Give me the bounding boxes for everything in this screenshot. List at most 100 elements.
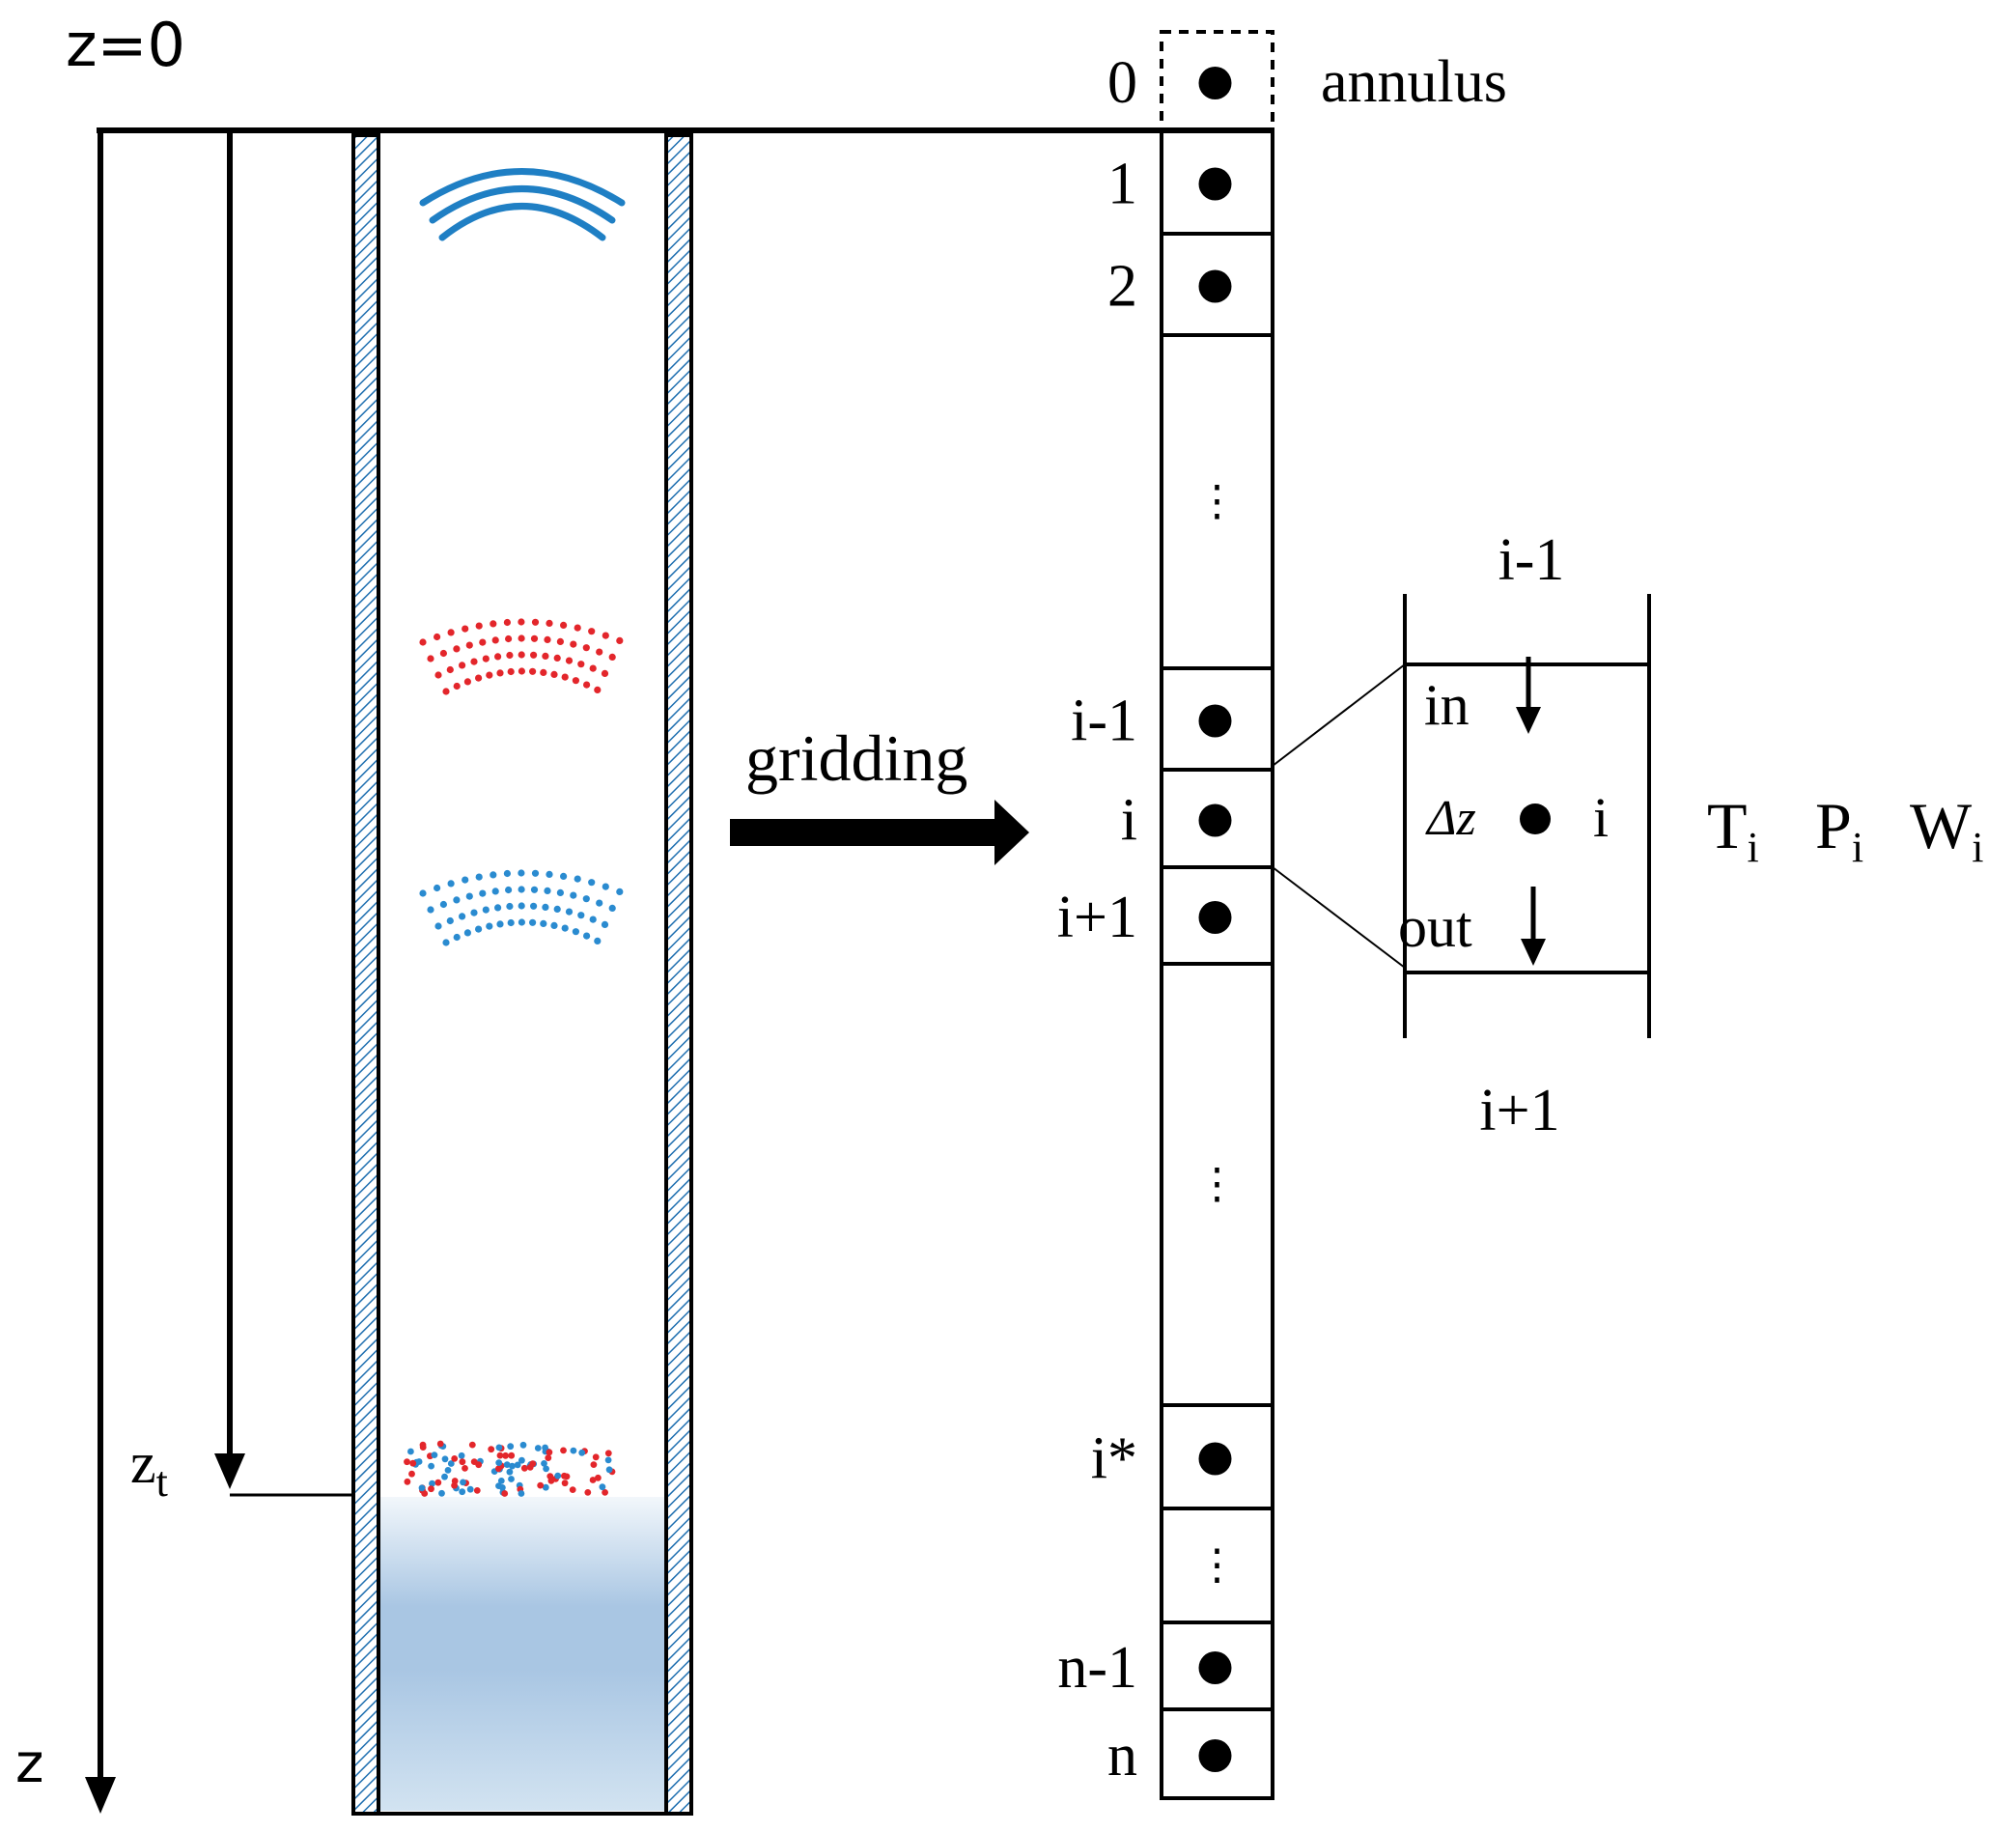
reflection-dot — [507, 1443, 515, 1451]
wave-dot — [434, 671, 442, 679]
grid-node-dot — [1198, 1651, 1232, 1684]
gridding-arrow: gridding — [730, 721, 1029, 865]
grid-node-dot — [1198, 803, 1232, 837]
wave-dot — [574, 875, 581, 883]
wave-dot — [602, 632, 609, 639]
wave-dot — [453, 645, 461, 653]
wave-dot — [447, 880, 455, 888]
reflection-dot — [458, 1452, 465, 1459]
zt-arrow: zt — [130, 130, 378, 1506]
reflection-dot — [506, 1468, 514, 1476]
reflection-dot — [589, 1477, 597, 1483]
wave-dot — [570, 640, 577, 648]
wave-dot — [565, 908, 574, 916]
reflection-dot — [519, 1441, 527, 1449]
wave-dot — [486, 671, 493, 679]
grid-cell: n — [1107, 1707, 1274, 1800]
reflection-dot — [475, 1461, 483, 1469]
wave-dot — [491, 636, 499, 644]
reflection-dot — [419, 1444, 427, 1451]
reflection-dot — [569, 1486, 576, 1493]
wave-dot — [465, 641, 473, 649]
reflection-dot — [499, 1484, 506, 1491]
wave-dot — [446, 916, 454, 925]
reflection-dot — [508, 1476, 515, 1482]
grid-cell-label: 1 — [1107, 152, 1137, 217]
grid-node-dot — [1198, 1442, 1232, 1476]
wave-dot — [583, 932, 591, 940]
wave-dot — [453, 682, 461, 691]
reflection-dot — [441, 1455, 449, 1463]
wave-arc — [438, 203, 606, 241]
wave-dot — [493, 904, 502, 912]
wave-arc — [429, 185, 616, 224]
acoustic-wave-solid — [419, 168, 626, 241]
wave-dot — [439, 900, 447, 909]
wave-dot — [616, 888, 624, 896]
wave-dot — [490, 620, 497, 628]
grid-cell: n-1 — [1057, 1621, 1274, 1711]
reflection-dot — [545, 1454, 552, 1461]
reflection-dot — [590, 1461, 598, 1468]
gridding-label: gridding — [745, 721, 967, 795]
annulus-label: annulus — [1321, 49, 1507, 115]
reflection-dot — [509, 1462, 516, 1470]
wave-dot — [434, 922, 442, 930]
wave-dot — [475, 873, 483, 881]
reflection-dot — [407, 1448, 414, 1455]
wave-dot — [542, 903, 549, 912]
reflection-dot — [518, 1490, 525, 1497]
reflection-dot — [404, 1478, 411, 1485]
reflection-dot — [570, 1447, 577, 1454]
wave-dot — [531, 618, 540, 626]
reflection-dot — [599, 1483, 606, 1491]
grid-cell: 2 — [1107, 232, 1274, 337]
wave-dot — [496, 669, 504, 677]
reflection-dot — [605, 1466, 613, 1474]
wave-dot — [560, 872, 568, 881]
grid-cell: ⋮ — [1160, 1507, 1274, 1624]
wave-dot — [588, 628, 596, 635]
wave-dot — [490, 871, 497, 879]
reflection-dot — [441, 1473, 448, 1480]
wave-dot — [572, 928, 580, 936]
grid-cell: i* — [1091, 1403, 1274, 1510]
wave-dot — [482, 906, 490, 914]
wave-dot — [530, 902, 538, 910]
wave-dot — [482, 655, 490, 662]
wave-dot — [546, 619, 553, 628]
reflection-dot — [431, 1452, 438, 1458]
wave-dot — [550, 921, 558, 930]
wave-dot — [582, 644, 590, 652]
wave-dot — [453, 933, 461, 942]
grid-cell-label: i — [1121, 788, 1137, 854]
reflection-dot — [602, 1489, 608, 1496]
wave-dot — [442, 688, 450, 695]
grid-cell: ⋮ — [1160, 333, 1274, 670]
reflection-dot — [561, 1480, 569, 1487]
wave-dot — [470, 909, 478, 916]
wave-dot — [594, 686, 602, 694]
wave-dot — [439, 649, 447, 658]
wave-dot — [596, 648, 603, 656]
reflection-dot — [518, 1456, 525, 1464]
wave-dot — [427, 655, 434, 662]
reflection-dot — [508, 1452, 516, 1459]
wave-dot — [491, 888, 499, 895]
wave-dot — [608, 904, 616, 913]
wave-dot — [506, 902, 514, 911]
reflection-dot — [438, 1489, 445, 1497]
wave-dot — [602, 883, 609, 890]
wave-dot — [459, 662, 466, 669]
wave-dot — [540, 668, 547, 677]
reflection-dot — [462, 1465, 468, 1472]
reflection-dot — [428, 1462, 434, 1470]
wave-dot — [518, 618, 525, 626]
wellbore: z=0 z zt — [15, 10, 1274, 1816]
grid-ellipsis: ⋮ — [1196, 1161, 1239, 1208]
reflection-dot — [459, 1488, 466, 1496]
wave-dot — [556, 637, 565, 646]
wave-dot — [546, 870, 553, 879]
wave-dot — [583, 681, 591, 689]
z-axis-label: z — [15, 1733, 43, 1795]
